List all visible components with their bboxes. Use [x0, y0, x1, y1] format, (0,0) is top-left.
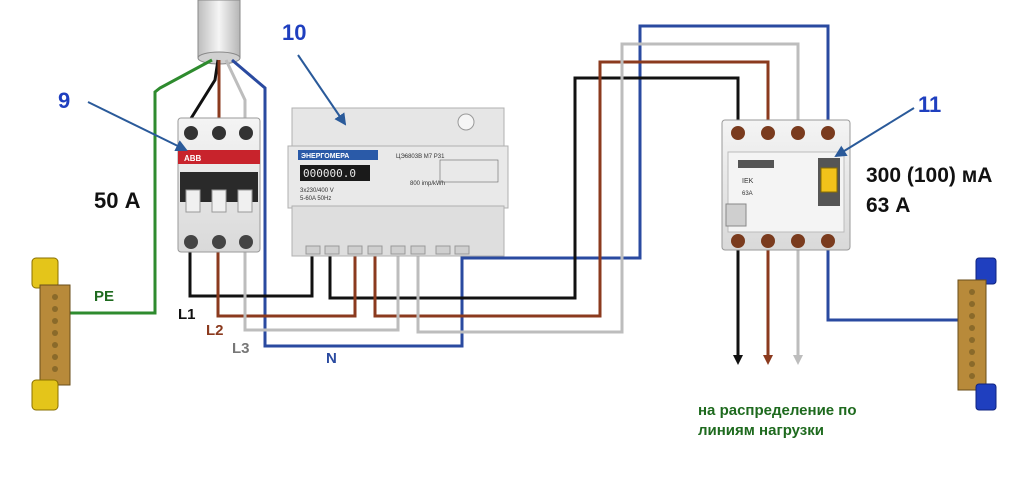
pointer-arrow-breaker: [87, 101, 188, 151]
circuit-breaker: ABB: [177, 117, 261, 253]
rcd-brand: IEK: [742, 178, 754, 185]
label-breaker-rating: 50 А: [94, 188, 141, 213]
wire-l1-feed: [188, 59, 220, 121]
pointer-arrow-rcd: [834, 107, 915, 158]
pointer-arrow-meter: [297, 54, 347, 126]
wire-l1-meter-out: [328, 76, 740, 300]
meter-rating: 3х230/400 V: [300, 188, 334, 194]
caption-line-1: на распределение по: [698, 402, 857, 419]
pe-bus-bar: [31, 257, 71, 411]
label-rcd-current: 300 (100) мА: [866, 164, 993, 187]
label-rcd-amp: 63 А: [866, 194, 911, 217]
meter-model: ЦЭ6803В М7 Р31: [396, 154, 445, 160]
label-l1: L1: [178, 306, 196, 323]
wire-n-load: [826, 240, 962, 322]
wire-l3-meter-out: [416, 42, 800, 334]
wire-l3-meter-in: [243, 250, 400, 332]
wire-n-input: [231, 58, 464, 348]
rcd-rating: 63А: [742, 191, 753, 197]
meter-display: 000000.0: [303, 167, 356, 180]
meter-current: 5-60A 50Hz: [300, 196, 331, 202]
meter-imp: 800 imp/kWh: [410, 181, 445, 187]
wire-l3-feed: [224, 59, 247, 120]
wire-l2-meter-out: [373, 60, 770, 318]
electricity-meter: ЭНЕРГОМЕРА ЦЭ6803В М7 Р31 000000.0 3х230…: [287, 107, 509, 257]
label-number-10: 10: [282, 20, 307, 45]
wire-l2-meter-in: [216, 250, 357, 318]
label-n: N: [326, 350, 337, 367]
wire-l1-meter-in: [188, 250, 314, 298]
label-number-9: 9: [58, 88, 71, 113]
meter-brand: ЭНЕРГОМЕРА: [301, 153, 349, 160]
label-pe: PE: [94, 288, 115, 305]
residual-current-device: IEK 63А: [721, 119, 851, 251]
label-number-11: 11: [918, 92, 942, 117]
label-l2: L2: [206, 322, 224, 339]
breaker-brand: ABB: [184, 154, 202, 163]
wire-pe: [60, 58, 213, 315]
label-l3: L3: [232, 340, 250, 357]
n-bus-bar: [957, 257, 997, 411]
caption-line-2: линиям нагрузки: [698, 422, 824, 439]
incoming-cable: [197, 0, 241, 65]
